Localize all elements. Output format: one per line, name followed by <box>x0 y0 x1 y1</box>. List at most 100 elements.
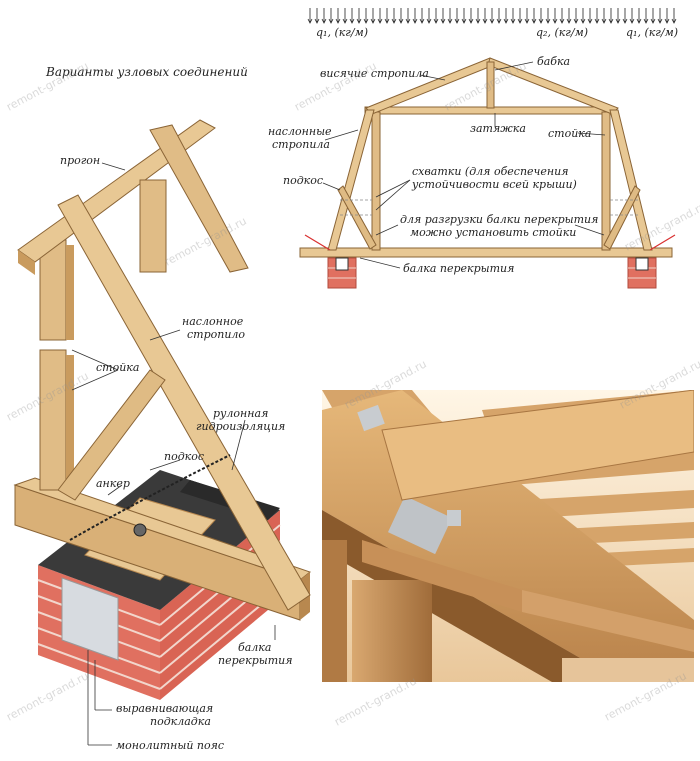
label-truss-strut: подкос <box>283 174 324 187</box>
load-arrow-head <box>664 18 670 24</box>
label-unload-line2: можно установить стойки <box>410 226 577 239</box>
label-leveling-line1: выравнивающая <box>116 702 214 715</box>
load-arrow-head <box>531 18 537 24</box>
load-arrow-head <box>461 18 467 24</box>
load-arrow-head <box>377 18 383 24</box>
floor-beam <box>13 477 312 621</box>
anchor-bolt <box>133 523 147 537</box>
king-post <box>486 61 495 109</box>
label-floor-beam-line1: балка <box>238 641 272 654</box>
label-truss-post: стойка <box>548 127 592 140</box>
label-post: стойка <box>96 361 140 374</box>
load-q1-right: q₁, (кг/м) <box>626 26 678 39</box>
load-arrow-head <box>580 18 586 24</box>
load-arrow-head <box>545 18 551 24</box>
label-rafter-line1: наслонное <box>182 315 244 328</box>
load-arrows <box>307 8 677 24</box>
strut-right <box>603 185 641 250</box>
load-arrow-head <box>608 18 614 24</box>
load-arrow-head <box>552 18 558 24</box>
load-arrow-head <box>328 18 334 24</box>
label-waterproofing-line1: рулонная <box>213 407 269 420</box>
label-sloped-rafters-line2: стропила <box>272 138 330 151</box>
label-tie-beam: затяжка <box>470 122 526 135</box>
load-q2: q₂, (кг/м) <box>536 26 588 39</box>
label-braces-line2: устойчивости всей крыши) <box>412 178 577 191</box>
load-arrow-head <box>356 18 362 24</box>
truss-brick-right <box>627 257 657 289</box>
load-arrow-head <box>566 18 572 24</box>
strut <box>57 369 166 501</box>
load-arrow-head <box>314 18 320 24</box>
load-arrow-head <box>622 18 628 24</box>
back-rafter <box>149 124 249 273</box>
load-arrow-head <box>419 18 425 24</box>
label-leveling-line2: подкладка <box>150 715 211 728</box>
strut-left <box>337 185 377 250</box>
load-arrow-head <box>517 18 523 24</box>
load-arrow-head <box>447 18 453 24</box>
load-arrow-head <box>524 18 530 24</box>
label-progon: прогон <box>60 154 101 167</box>
load-q1-left: q₁, (кг/м) <box>316 26 368 39</box>
anchor-wire <box>69 454 231 541</box>
load-arrow-head <box>363 18 369 24</box>
load-arrow-head <box>342 18 348 24</box>
load-arrow-head <box>391 18 397 24</box>
label-floor-beam-line2: перекрытия <box>218 654 293 667</box>
load-arrow-head <box>426 18 432 24</box>
load-arrow-head <box>650 18 656 24</box>
label-unload-line1: для разгрузки балки перекрытия <box>400 213 599 226</box>
load-arrow-head <box>321 18 327 24</box>
truss-brick-left <box>327 257 357 289</box>
load-arrow-head <box>643 18 649 24</box>
truss-post-left <box>371 111 381 251</box>
load-arrow-head <box>636 18 642 24</box>
load-arrow-head <box>405 18 411 24</box>
load-arrow-head <box>671 18 677 24</box>
load-arrow-head <box>412 18 418 24</box>
label-waterproofing-line2: гидроизоляция <box>196 420 286 433</box>
label-sloped-rafters-line1: наслонные <box>268 125 332 138</box>
load-arrow-head <box>503 18 509 24</box>
load-arrow-head <box>433 18 439 24</box>
load-arrow-head <box>398 18 404 24</box>
label-strut: подкос <box>164 450 205 463</box>
main-rafter <box>57 194 311 611</box>
left-diagram-title: Варианты узловых соединений <box>46 65 248 79</box>
label-monolith: монолитный пояс <box>116 739 225 752</box>
sloped-rafter-left <box>327 109 375 251</box>
roof-structure-photo <box>322 390 694 682</box>
label-anchor: анкер <box>96 477 130 490</box>
load-arrow-head <box>629 18 635 24</box>
load-arrow-head <box>573 18 579 24</box>
label-rafter-line2: стропило <box>187 328 246 341</box>
truss-post-right <box>601 111 611 251</box>
load-arrow-head <box>657 18 663 24</box>
load-arrow-head <box>307 18 313 24</box>
post <box>39 239 74 491</box>
label-truss-floor-beam: балка перекрытия <box>403 262 515 275</box>
load-arrow-head <box>335 18 341 24</box>
label-braces-line1: схватки (для обеспечения <box>412 165 569 178</box>
load-arrow-head <box>349 18 355 24</box>
load-arrow-head <box>538 18 544 24</box>
load-arrow-head <box>587 18 593 24</box>
label-king-post: бабка <box>537 55 571 68</box>
load-arrow-head <box>482 18 488 24</box>
load-arrow-head <box>496 18 502 24</box>
load-arrow-head <box>601 18 607 24</box>
load-arrow-head <box>475 18 481 24</box>
load-arrow-head <box>594 18 600 24</box>
load-arrow-head <box>468 18 474 24</box>
load-arrow-head <box>489 18 495 24</box>
load-arrow-head <box>440 18 446 24</box>
purlin-post <box>139 179 167 273</box>
load-arrow-head <box>370 18 376 24</box>
load-arrow-head <box>559 18 565 24</box>
load-arrow-head <box>384 18 390 24</box>
sloped-rafter-right <box>609 109 653 251</box>
load-arrow-head <box>454 18 460 24</box>
